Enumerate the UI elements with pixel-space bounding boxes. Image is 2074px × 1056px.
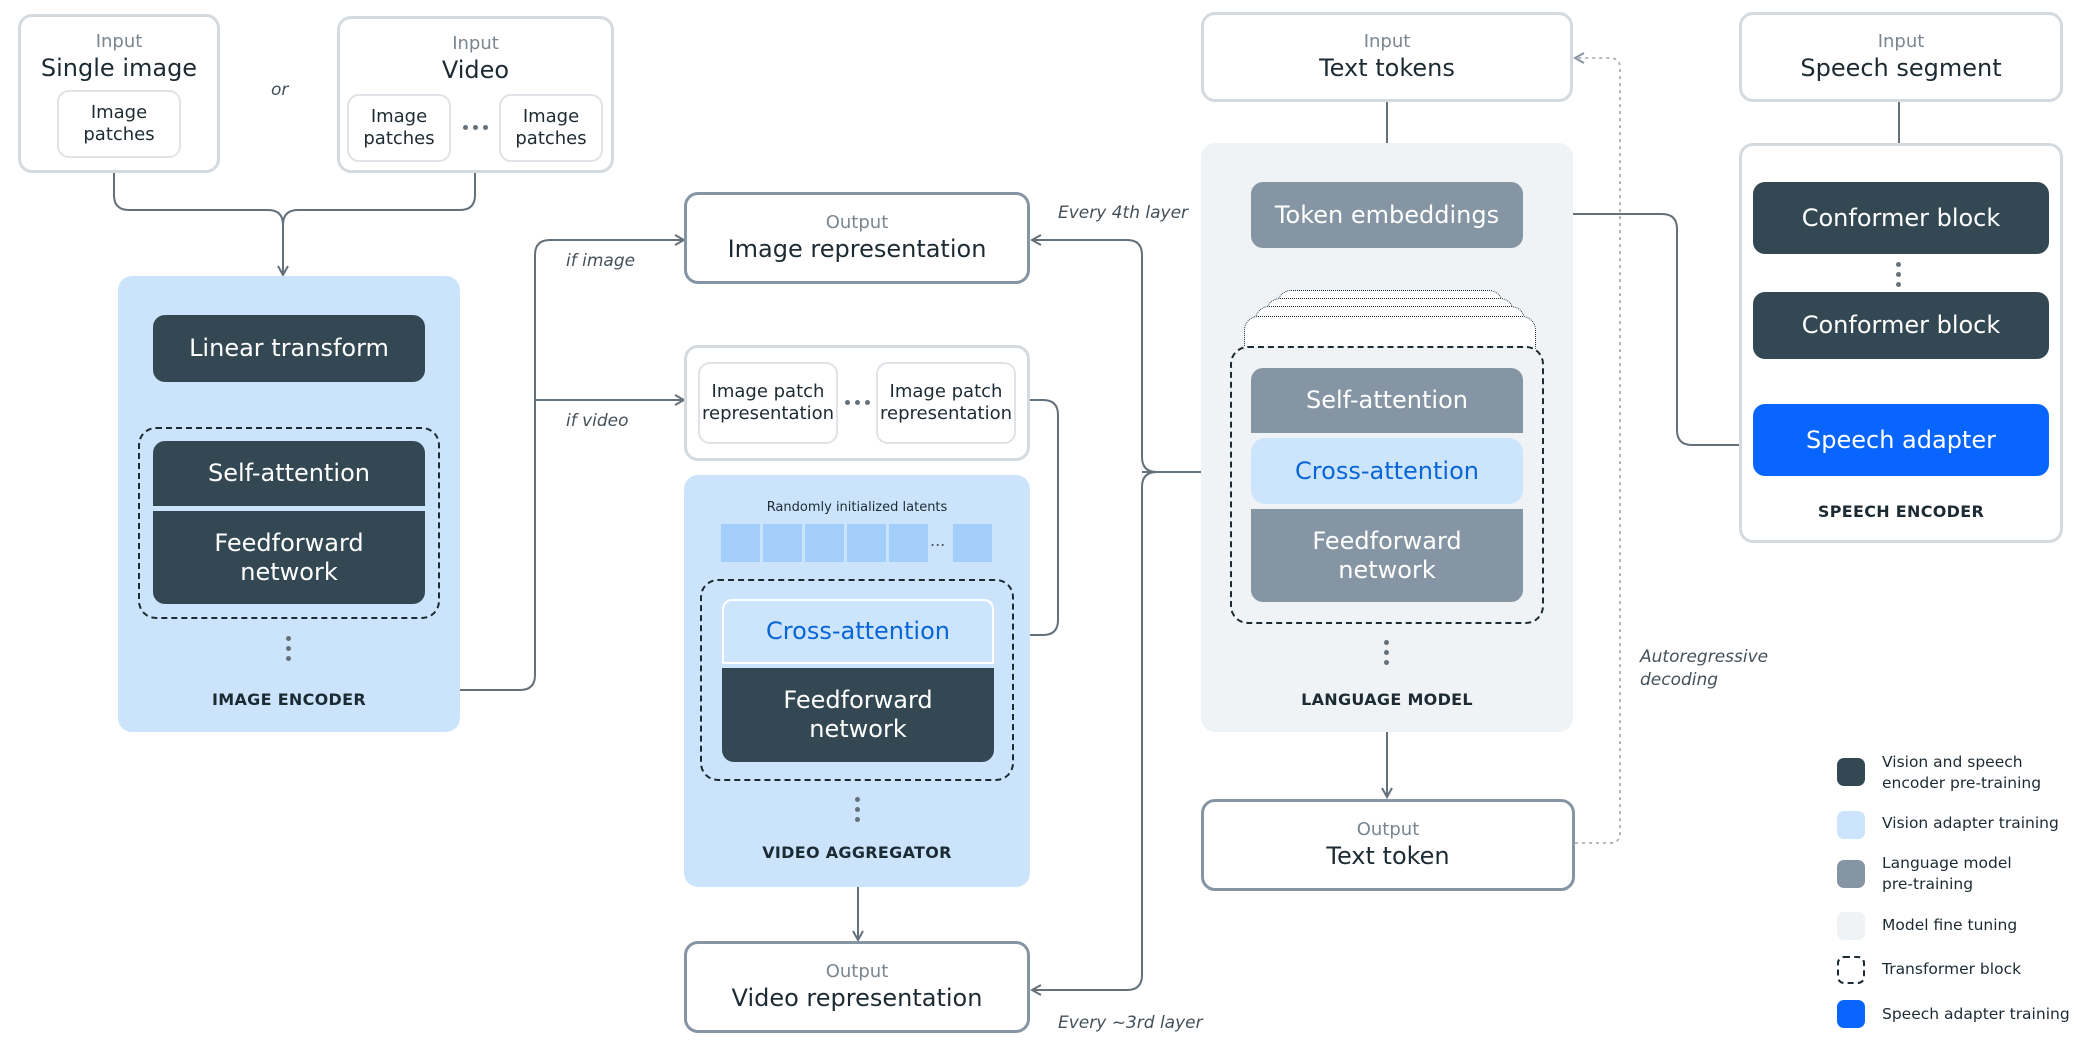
legend-swatch-transformer-block	[1837, 956, 1865, 984]
legend-swatch-vision-adapter	[1837, 811, 1865, 839]
latent-cell	[763, 524, 802, 562]
lm-cross-attention-block: Cross-attention	[1251, 438, 1523, 504]
more-layers-icon	[1896, 262, 1901, 287]
output-title: Video representation	[731, 983, 983, 1012]
token-embeddings-block: Token embeddings	[1251, 182, 1523, 248]
image-patches-label: Image patches	[515, 105, 587, 150]
block-label: Linear transform	[189, 334, 389, 363]
output-text-token: Output Text token	[1201, 799, 1575, 891]
legend-swatch-encoder-pretraining	[1837, 758, 1865, 786]
or-label: or	[271, 80, 289, 100]
if-image-label: if image	[566, 251, 636, 271]
video-feedforward-block: Feedforward network	[722, 668, 994, 762]
block-label: Token embeddings	[1274, 200, 1500, 229]
block-label: Feedforward network	[1312, 526, 1462, 584]
image-self-attention-block: Self-attention	[153, 441, 425, 506]
output-video-representation: Output Video representation	[684, 941, 1030, 1033]
video-transformer-block	[700, 579, 1014, 781]
output-caption: Output	[825, 212, 889, 234]
video-aggregator-title: VIDEO AGGREGATOR	[762, 843, 952, 862]
input-speech-segment: Input Speech segment	[1739, 12, 2063, 102]
image-patches-label: Image patches	[363, 105, 435, 150]
output-title: Text token	[1326, 841, 1450, 870]
legend-swatch-fine-tuning	[1837, 912, 1865, 940]
block-label: Speech adapter	[1806, 425, 1996, 454]
input-title: Video	[441, 55, 510, 84]
more-layers-icon	[286, 636, 291, 661]
output-image-representation: Output Image representation	[684, 192, 1030, 284]
input-caption: Input	[452, 33, 499, 54]
block-label: Cross-attention	[766, 617, 950, 646]
latents-label: Randomly initialized latents	[766, 500, 948, 515]
speech-encoder-title: SPEECH ENCODER	[1817, 502, 1985, 521]
input-caption: Input	[1363, 31, 1411, 53]
output-title: Image representation	[727, 234, 987, 263]
image-patches-label: Image patches	[83, 101, 155, 146]
more-layers-icon	[855, 797, 860, 822]
every-4th-layer-label: Every 4th layer	[1058, 203, 1189, 223]
video-cross-attention-block: Cross-attention	[722, 599, 994, 664]
linear-transform-block: Linear transform	[153, 315, 425, 382]
latent-cell	[805, 524, 844, 562]
image-transformer-block	[138, 427, 440, 619]
legend-label: Transformer block	[1882, 960, 2022, 978]
input-title: Single image	[40, 53, 198, 82]
video-patches-right: Image patches	[499, 94, 603, 162]
latent-cell	[953, 524, 992, 562]
image-patches-box: Image patches	[57, 90, 181, 158]
speech-adapter-block: Speech adapter	[1753, 404, 2049, 476]
input-text-tokens: Input Text tokens	[1201, 12, 1573, 102]
input-caption: Input	[95, 31, 143, 52]
block-label: Feedforward network	[214, 528, 364, 586]
legend-swatch-speech-adapter	[1837, 1000, 1865, 1028]
lm-feedforward-block: Feedforward network	[1251, 509, 1523, 602]
input-title: Speech segment	[1800, 53, 2002, 82]
ellipsis-icon	[845, 400, 870, 405]
if-video-label: if video	[566, 411, 629, 431]
image-encoder-title: IMAGE ENCODER	[212, 690, 366, 709]
legend-label: Vision adapter training	[1882, 814, 2059, 832]
latent-cell	[847, 524, 886, 562]
latent-cell	[721, 524, 760, 562]
patch-rep-label: Image patch representation	[701, 380, 834, 425]
latent-cell	[889, 524, 928, 562]
output-caption: Output	[825, 961, 889, 983]
image-feedforward-block: Feedforward network	[153, 511, 425, 604]
legend-swatch-lm-pretraining	[1837, 860, 1865, 888]
legend-label: Speech adapter training	[1882, 1005, 2070, 1023]
legend-label: Model fine tuning	[1882, 916, 2018, 934]
more-layers-icon	[1384, 640, 1389, 665]
autoregressive-decoding-label: Autoregressive decoding	[1640, 647, 1769, 690]
input-caption: Input	[1877, 31, 1925, 53]
output-caption: Output	[1356, 819, 1420, 841]
legend-label: Vision and speech encoder pre-training	[1882, 753, 2042, 792]
block-label: Feedforward network	[783, 686, 933, 743]
legend-label: Language model pre-training	[1882, 854, 2012, 893]
block-label: Self-attention	[1306, 386, 1468, 415]
language-model-title: LANGUAGE MODEL	[1301, 690, 1473, 709]
conformer-block-1: Conformer block	[1753, 182, 2049, 254]
block-label: Conformer block	[1801, 311, 2001, 340]
patch-rep-label: Image patch representation	[879, 380, 1012, 425]
lm-self-attention-block: Self-attention	[1251, 368, 1523, 433]
patch-rep-right: Image patch representation	[876, 362, 1016, 444]
patch-rep-left: Image patch representation	[698, 362, 838, 444]
block-label: Cross-attention	[1295, 456, 1479, 485]
ellipsis-icon	[463, 125, 488, 130]
block-label: Self-attention	[208, 459, 370, 488]
input-title: Text tokens	[1319, 53, 1455, 82]
block-label: Conformer block	[1801, 203, 2001, 232]
every-3rd-layer-label: Every ~3rd layer	[1058, 1013, 1203, 1033]
conformer-block-2: Conformer block	[1753, 292, 2049, 359]
latent-ellipsis: ...	[930, 531, 946, 550]
video-patches-left: Image patches	[347, 94, 451, 162]
